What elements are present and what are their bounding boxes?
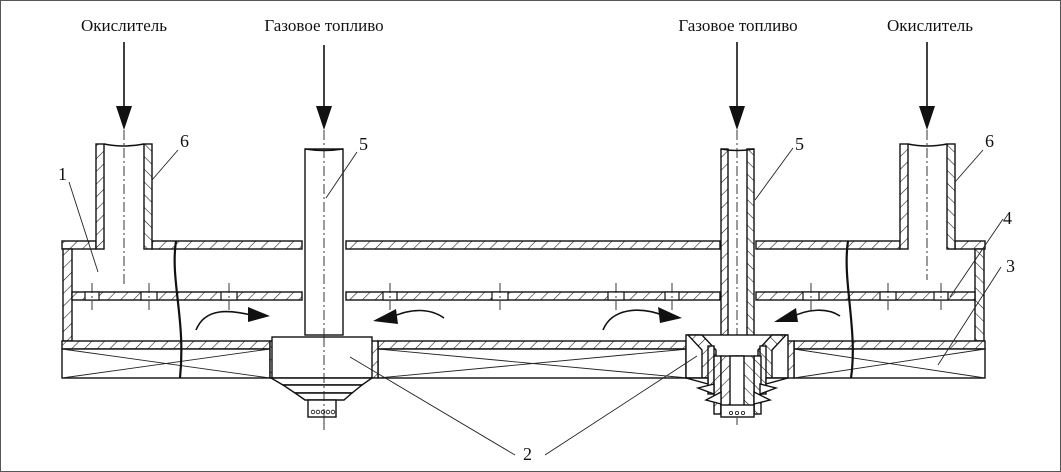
oxidizer-left-arrow-icon	[116, 42, 132, 130]
callout-6-right: 6	[985, 131, 994, 151]
callout-2: 2	[523, 444, 532, 464]
housing-top-wall	[61, 240, 986, 250]
callout-6-left: 6	[180, 131, 189, 151]
fuel-left-arrow-icon	[316, 45, 332, 130]
oxidizer-pipe-right	[899, 130, 956, 280]
fuel-pipe-left	[304, 130, 344, 430]
lower-plate	[61, 340, 986, 350]
oxidizer-right-arrow-icon	[919, 42, 935, 130]
flow-arrow-left-2-icon	[373, 309, 445, 324]
fuel-right-arrow-icon	[729, 42, 745, 130]
callout-1: 1	[58, 164, 67, 184]
break-line-right	[845, 240, 854, 379]
housing-left-wall	[62, 248, 73, 342]
perforated-plate	[71, 283, 976, 310]
callout-3: 3	[1006, 256, 1015, 276]
label-fuel-right: Газовое топливо	[678, 16, 797, 35]
label-oxidizer-right: Окислитель	[887, 16, 973, 35]
label-fuel-left: Газовое топливо	[264, 16, 383, 35]
callout-5-left: 5	[359, 134, 368, 154]
label-oxidizer-left: Окислитель	[81, 16, 167, 35]
flow-arrow-left-1-icon	[195, 307, 270, 331]
nozzle-left	[268, 336, 379, 430]
leader-lines	[68, 147, 1004, 456]
insulation-section	[61, 348, 986, 379]
callout-4: 4	[1003, 208, 1012, 228]
callout-5-right: 5	[795, 134, 804, 154]
break-line-left	[173, 240, 183, 379]
flow-arrow-right-2-icon	[774, 308, 841, 322]
flow-arrow-right-1-icon	[602, 307, 682, 331]
oxidizer-pipe-left	[95, 130, 153, 285]
nozzle-right	[685, 334, 795, 418]
